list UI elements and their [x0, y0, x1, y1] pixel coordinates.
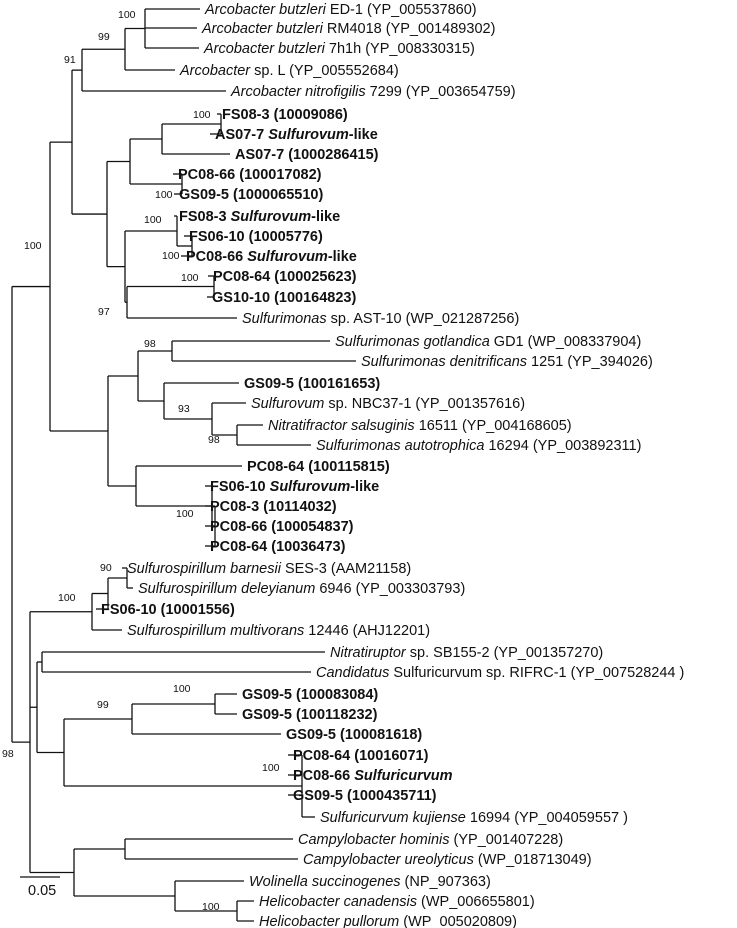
leaf-label-l15: GS10-10 (100164823): [212, 290, 356, 306]
bootstrap-ng: 100: [181, 272, 199, 284]
bootstrap-nf1: 100: [144, 214, 162, 226]
bootstrap-nsb: 90: [100, 562, 112, 574]
leaf-label-l23: PC08-64 (100115815): [247, 459, 390, 475]
leaf-label-l12: FS06-10 (10005776): [189, 229, 323, 245]
bootstrap-values: 1009991100100100100100971009898931009010…: [2, 9, 280, 913]
leaf-label-l33: Candidatus Sulfuricurvum sp. RIFRC-1 (YP…: [316, 665, 684, 681]
leaf-label-l26: PC08-66 (100054837): [210, 519, 354, 535]
leaf-label-l30: FS06-10 (10001556): [101, 602, 235, 618]
leaf-label-l29: Sulfurospirillum deleyianum 6946 (YP_003…: [138, 581, 465, 597]
leaf-label-l3: Arcobacter butzleri 7h1h (YP_008330315): [203, 41, 475, 57]
leaf-label-l19: GS09-5 (100161653): [244, 376, 380, 392]
bootstrap-ntop: 100: [24, 240, 42, 252]
leaf-label-l6: FS08-3 (10009086): [222, 107, 348, 123]
leaf-label-l17: Sulfurimonas gotlandica GD1 (WP_00833790…: [335, 334, 641, 350]
leaf-label-l11: FS08-3 Sulfurovum-like: [179, 209, 340, 225]
leaf-label-l28: Sulfurospirillum barnesii SES-3 (AAM2115…: [127, 561, 411, 577]
leaf-label-l20: Sulfurovum sp. NBC37-1 (YP_001357616): [251, 396, 525, 412]
leaf-label-l43: Wolinella succinogenes (NP_907363): [249, 874, 491, 890]
leaf-label-l41: Campylobacter hominis (YP_001407228): [298, 832, 563, 848]
bootstrap-nf2: 100: [162, 250, 180, 262]
leaf-label-l7: AS07-7 Sulfurovum-like: [215, 127, 378, 143]
leaf-label-l25: PC08-3 (10114032): [210, 499, 337, 515]
bootstrap-nhel: 100: [202, 901, 220, 913]
bootstrap-ngs: 100: [173, 683, 191, 695]
leaf-label-l45: Helicobacter pullorum (WP_005020809): [259, 914, 517, 928]
bootstrap-nns: 98: [208, 434, 220, 446]
bootstrap-nsv: 93: [178, 403, 190, 415]
leaf-label-l14: PC08-64 (100025623): [213, 269, 357, 285]
bootstrap-nh: 97: [98, 306, 110, 318]
leaf-label-l42: Campylobacter ureolyticus (WP_018713049): [303, 852, 592, 868]
leaf-label-l5: Arcobacter nitrofigilis 7299 (YP_0036547…: [230, 84, 516, 100]
leaf-label-l44: Helicobacter canadensis (WP_006655801): [259, 894, 535, 910]
leaf-label-l10: GS09-5 (1000065510): [179, 187, 323, 203]
leaf-label-l4: Arcobacter sp. L (YP_005552684): [179, 63, 399, 79]
tree-leaf-labels: Arcobacter butzleri ED-1 (YP_005537860) A…: [101, 2, 684, 928]
leaf-label-l40: Sulfuricurvum kujiense 16994 (YP_0040595…: [320, 810, 628, 826]
leaf-label-l37: PC08-64 (10016071): [293, 748, 429, 764]
leaf-label-l22: Sulfurimonas autotrophica 16294 (YP_0038…: [316, 438, 641, 454]
bootstrap-ng3: 99: [97, 699, 109, 711]
bootstrap-nt: 100: [176, 508, 194, 520]
bootstrap-na: 91: [64, 54, 76, 66]
leaf-label-l8: AS07-7 (1000286415): [235, 147, 379, 163]
bootstrap-ne1: 100: [193, 109, 211, 121]
leaf-label-l35: GS09-5 (100118232): [242, 707, 378, 723]
bootstrap-nroot: 98: [2, 748, 14, 760]
leaf-label-l39: GS09-5 (1000435711): [293, 788, 437, 804]
leaf-label-l13: PC08-66 Sulfurovum-like: [186, 249, 357, 265]
leaf-label-l31: Sulfurospirillum multivorans 12446 (AHJ1…: [127, 623, 430, 639]
leaf-label-l2: Arcobacter butzleri RM4018 (YP_001489302…: [201, 21, 495, 37]
leaf-label-l9: PC08-66 (100017082): [178, 167, 322, 183]
leaf-label-l36: GS09-5 (100081618): [286, 727, 422, 743]
scale-bar-label: 0.05: [28, 883, 56, 899]
leaf-label-l21: Nitratifractor salsuginis 16511 (YP_0041…: [268, 418, 572, 434]
leaf-label-l1: Arcobacter butzleri ED-1 (YP_005537860): [204, 2, 477, 18]
leaf-label-l24: FS06-10 Sulfurovum-like: [210, 479, 379, 495]
bootstrap-nsc: 100: [262, 762, 280, 774]
bootstrap-nb2: 99: [98, 31, 110, 43]
tree-branches: [11, 8, 356, 922]
bootstrap-ne3: 100: [155, 189, 173, 201]
scale-bar: 0.05: [20, 876, 60, 899]
bootstrap-nb1: 100: [118, 9, 136, 21]
leaf-label-l27: PC08-64 (10036473): [210, 539, 346, 555]
bootstrap-nsg: 98: [144, 338, 156, 350]
leaf-label-l16: Sulfurimonas sp. AST-10 (WP_021287256): [242, 311, 519, 327]
leaf-label-l18: Sulfurimonas denitrificans 1251 (YP_3940…: [361, 354, 653, 370]
leaf-label-l38: PC08-66 Sulfuricurvum: [293, 768, 453, 784]
leaf-label-l32: Nitratiruptor sp. SB155-2 (YP_001357270): [330, 645, 603, 661]
bootstrap-nsp: 100: [58, 592, 76, 604]
leaf-label-l34: GS09-5 (100083084): [242, 687, 378, 703]
